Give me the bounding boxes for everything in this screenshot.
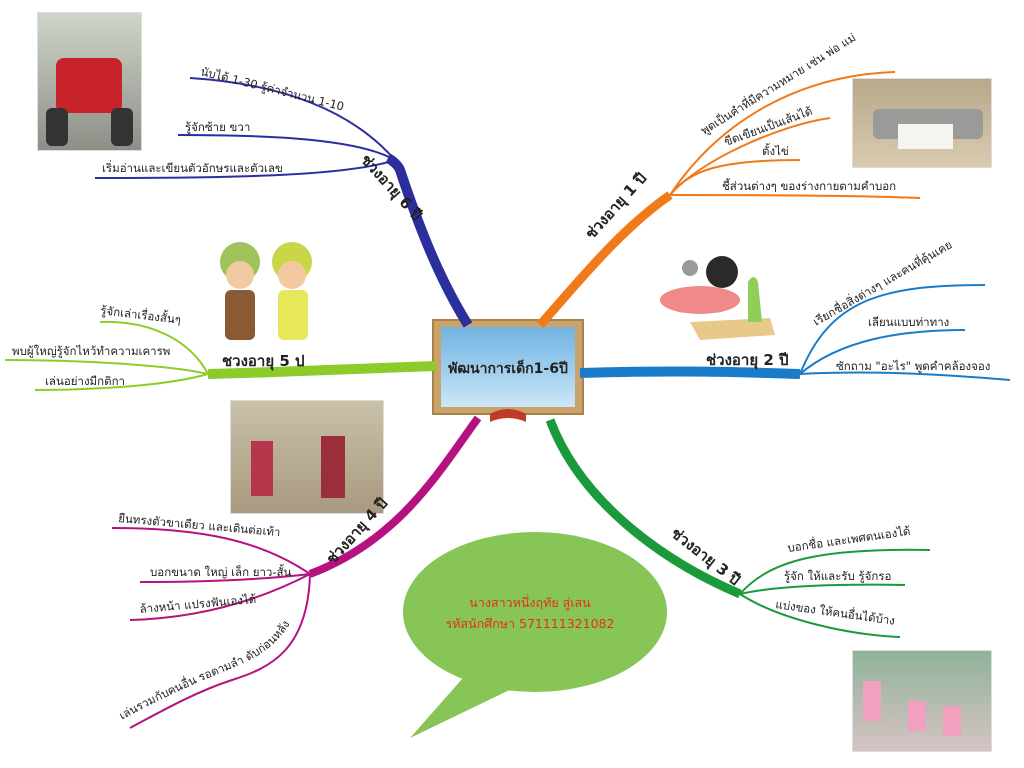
age3-item: แบ่งของ ให้คนอื่นได้บ้าง [775,596,896,628]
age3-item: รู้จัก ให้และรับ รู้จักรอ [784,569,891,583]
age5-item: รู้จักเล่าเรื่องสั้นๆ [100,302,182,327]
age4-item: เล่นรวมกับคนอื่น รอตามลำ ดับก่อนหลัง [117,618,293,723]
age4-item: ยืนทรงตัวขาเดียว และเดินต่อเท้า [117,511,281,539]
age6-item: รู้จักซ้าย ขวา [185,120,250,134]
age5-label: ชวงอายุ 5 ป [222,352,305,371]
age6-item: เริ่มอ่านและเขียนตัวอักษรและตัวเลข [102,160,283,175]
kids-playing-photo [852,650,992,752]
age2-item: เลียนแบบท่าทาง [868,315,949,329]
classroom-photo [230,400,384,514]
age4-item: บอกขนาด ใหญ่ เล็ก ยาว-สั้น [150,564,292,579]
girl-reading-cartoon [660,256,775,340]
branch-age2 [579,284,1011,381]
center-title: พัฒนาการเด็ก1-6ปี [448,359,568,377]
student-name: นางสาวหนึ่งฤทัย สู่เสน [469,594,591,611]
age5-item: เล่นอย่างมีกติกา [45,374,125,388]
age1-item: ตั้งไข่ [762,143,789,158]
age5-item: พบผู้ใหญ่รู้จักไหว้ทำความเคารพ [12,344,170,358]
thai-children-cartoon [220,242,312,340]
age6-item: นับได้ 1-30 รู้ค่าจำนวน 1-10 [199,64,345,113]
age1-label: ช่วงอายุ 1 ปี [582,169,651,243]
speech-bubble: นางสาวหนึ่งฤทัย สู่เสน รหัสนักศึกษา 5711… [403,532,667,738]
branch-age1 [536,71,921,328]
atv-photo [37,12,142,151]
branch-age6 [94,77,473,328]
branch-age5 [4,320,437,391]
center-board [432,319,584,422]
child-drawing-photo [852,78,992,168]
branch-age4 [111,415,482,729]
student-id: รหัสนักศึกษา 571111321082 [446,616,615,631]
age1-item: ชี้ส่วนต่างๆ ของร่างกายตามคำบอก [722,178,896,193]
age2-item: ซักถาม "อะไร" พูดคำคล้องจอง [836,359,990,373]
branch-age3 [545,418,931,638]
age4-item-curved: เล่นรวมกับคนอื่น รอตามลำ ดับก่อนหลัง [117,618,293,723]
age2-label: ช่วงอายุ 2 ปี [706,351,789,370]
